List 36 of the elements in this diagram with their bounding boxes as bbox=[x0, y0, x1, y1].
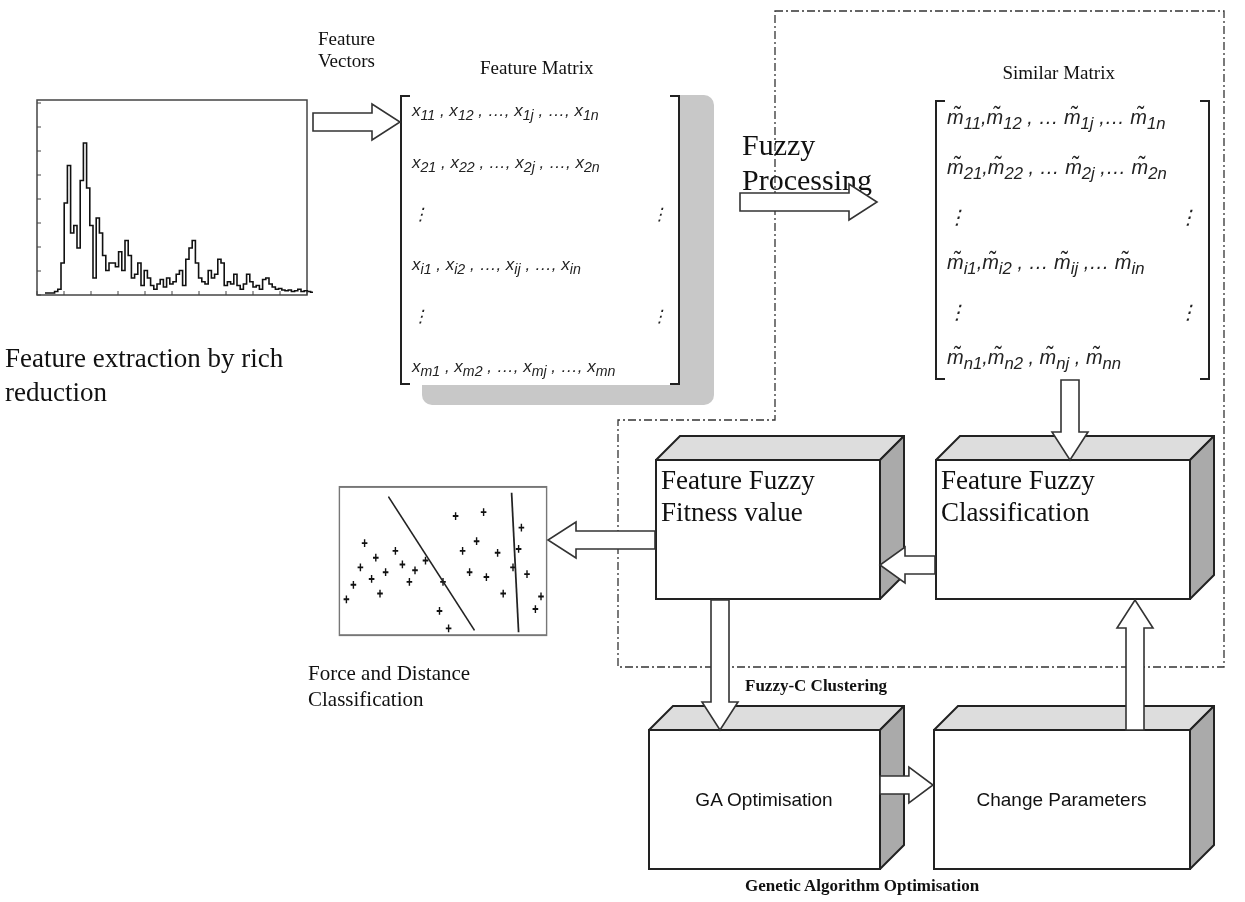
box-label: Feature Fuzzy Classification bbox=[941, 464, 1096, 529]
matrix-row: ⋮ bbox=[947, 300, 967, 325]
block-arrow bbox=[546, 520, 656, 560]
matrix-row: m̃$_{11}$,m̃$_{12}$ , … m̃$_{1j}$ ,… m̃$_{1n}$ bbox=[947, 106, 1166, 134]
matrix-row: ⋮ bbox=[1178, 300, 1198, 325]
block-arrow bbox=[739, 182, 879, 222]
box-label: GA Optimisation bbox=[695, 788, 833, 812]
matrix-row: x$_{21}$ , x$_{22}$ , …, x$_{2j}$ , …, x$_{2n}$ bbox=[412, 152, 600, 176]
matrix-row: x$_{m1}$ , x$_{m2}$ , …, x$_{mj}$ , …, x$_{mn}$ bbox=[412, 356, 616, 379]
matrix-row: ⋮ bbox=[1178, 205, 1198, 230]
matrix-row: x$_{i1}$ , x$_{i2}$ , …, x$_{ij}$ , …, x$_{in}$ bbox=[412, 254, 581, 277]
matrix-title: Similar Matrix bbox=[1002, 62, 1115, 84]
edge-label: Fuzzy Processing bbox=[742, 128, 873, 197]
matrix-row: ⋮ bbox=[412, 204, 429, 226]
block-arrow bbox=[312, 102, 402, 142]
block-arrow bbox=[878, 545, 936, 585]
block-arrow bbox=[700, 599, 740, 732]
matrix-row: ⋮ bbox=[412, 306, 429, 328]
matrix-row: ⋮ bbox=[651, 306, 668, 328]
block-arrow bbox=[879, 765, 935, 805]
box-label: Feature Fuzzy Fitness value bbox=[661, 464, 816, 529]
group-caption: Genetic Algorithm Optimisation bbox=[745, 876, 980, 896]
node-label: Feature extraction by rich reduction bbox=[5, 342, 285, 409]
matrix-row: m̃$_{21}$,m̃$_{22}$ , … m̃$_{2j}$ ,… m̃$_{2n}$ bbox=[947, 155, 1167, 184]
matrix-row: ⋮ bbox=[947, 205, 967, 230]
block-arrow bbox=[1050, 379, 1090, 462]
edge-label: Feature Vectors bbox=[318, 28, 376, 72]
matrix-row: ⋮ bbox=[651, 204, 668, 226]
region-title: Fuzzy-C Clustering bbox=[745, 676, 888, 696]
matrix-row: m̃$_{i1}$,m̃$_{i2}$ , … m̃$_{ij}$ ,… m̃$_{in}$ bbox=[947, 250, 1145, 279]
matrix-title: Feature Matrix bbox=[480, 57, 594, 79]
block-arrow bbox=[1115, 598, 1155, 731]
node-label: Force and Distance Classification bbox=[308, 660, 472, 713]
matrix-row: m̃$_{n1}$,m̃$_{n2}$ , m̃$_{nj}$ , m̃$_{nn}$ bbox=[947, 345, 1122, 374]
matrix-row: x$_{11}$ , x$_{12}$ , …, x$_{1j}$ , …, x$_{1n}$ bbox=[412, 101, 599, 124]
box-label: Change Parameters bbox=[976, 788, 1147, 812]
